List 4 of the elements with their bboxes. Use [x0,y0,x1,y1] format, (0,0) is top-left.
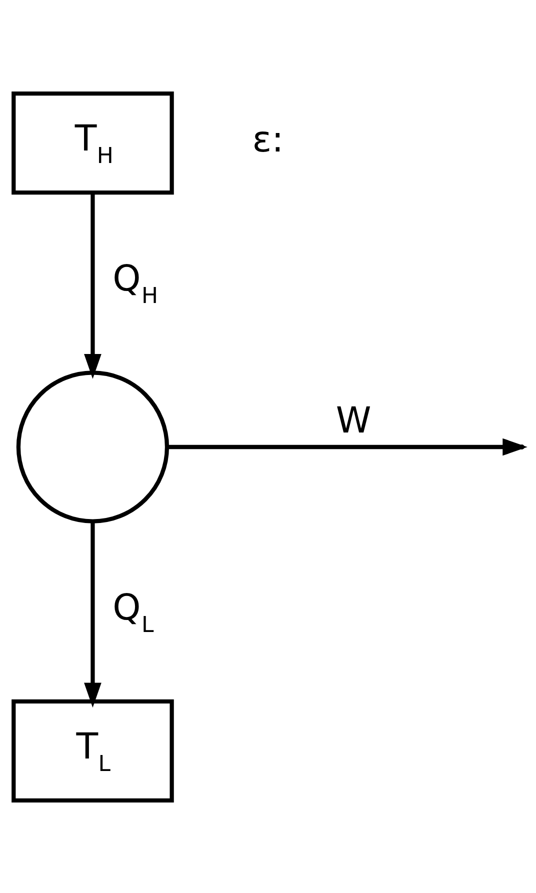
edge-label: W [336,400,372,441]
edge-label: Q$_{H}$ [112,258,158,309]
edge-label: Q$_{L}$ [112,586,154,638]
label: ε: [252,119,284,160]
